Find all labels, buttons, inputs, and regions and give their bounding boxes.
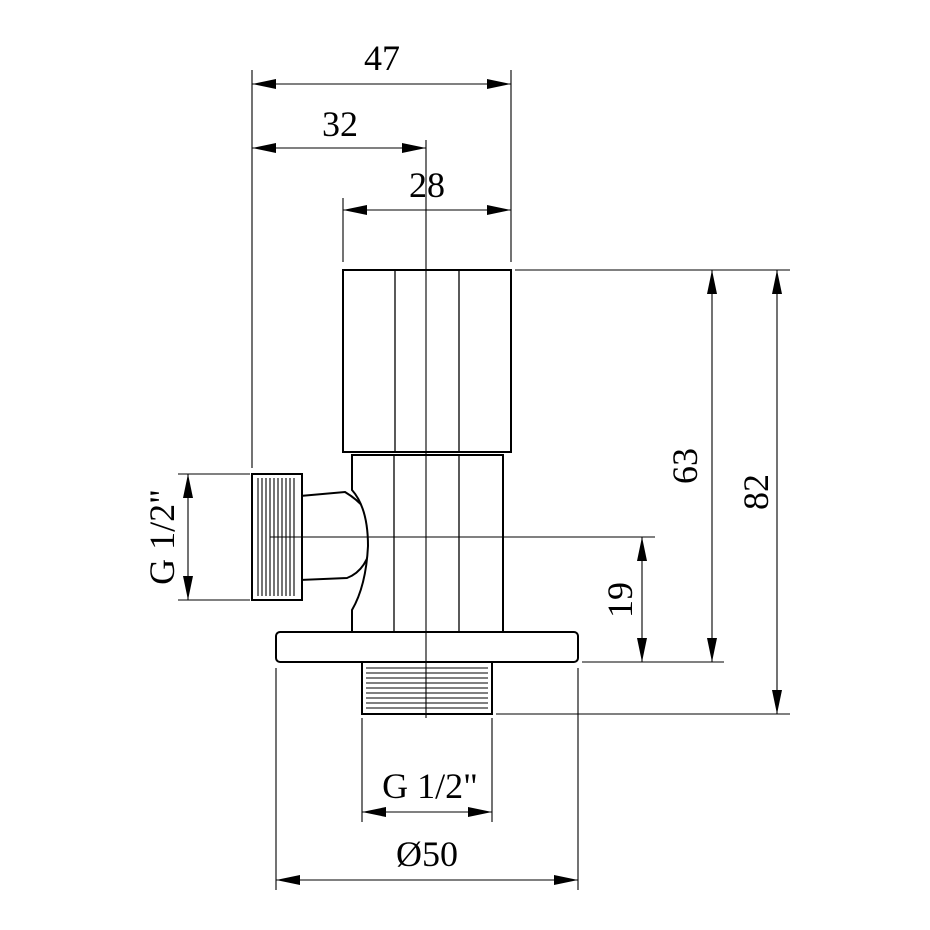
dim-28: 28 xyxy=(409,165,445,205)
dim-82: 82 xyxy=(736,474,776,510)
valve-flange xyxy=(275,631,579,663)
bottom-thread-lines xyxy=(366,667,488,709)
valve-handle xyxy=(342,269,512,453)
extension-lines xyxy=(178,70,790,890)
dim-bottom-thread: G 1/2" xyxy=(382,766,478,806)
dim-63: 63 xyxy=(665,448,705,484)
dim-flange-diameter: Ø50 xyxy=(396,834,458,874)
dim-19: 19 xyxy=(600,582,640,618)
valve-main-body xyxy=(351,454,504,633)
dim-47: 47 xyxy=(364,38,400,78)
dimension-lines xyxy=(183,79,782,885)
valve-body xyxy=(251,269,579,715)
dim-32: 32 xyxy=(322,104,358,144)
dim-side-thread: G 1/2" xyxy=(142,489,182,585)
center-lines xyxy=(270,140,655,718)
